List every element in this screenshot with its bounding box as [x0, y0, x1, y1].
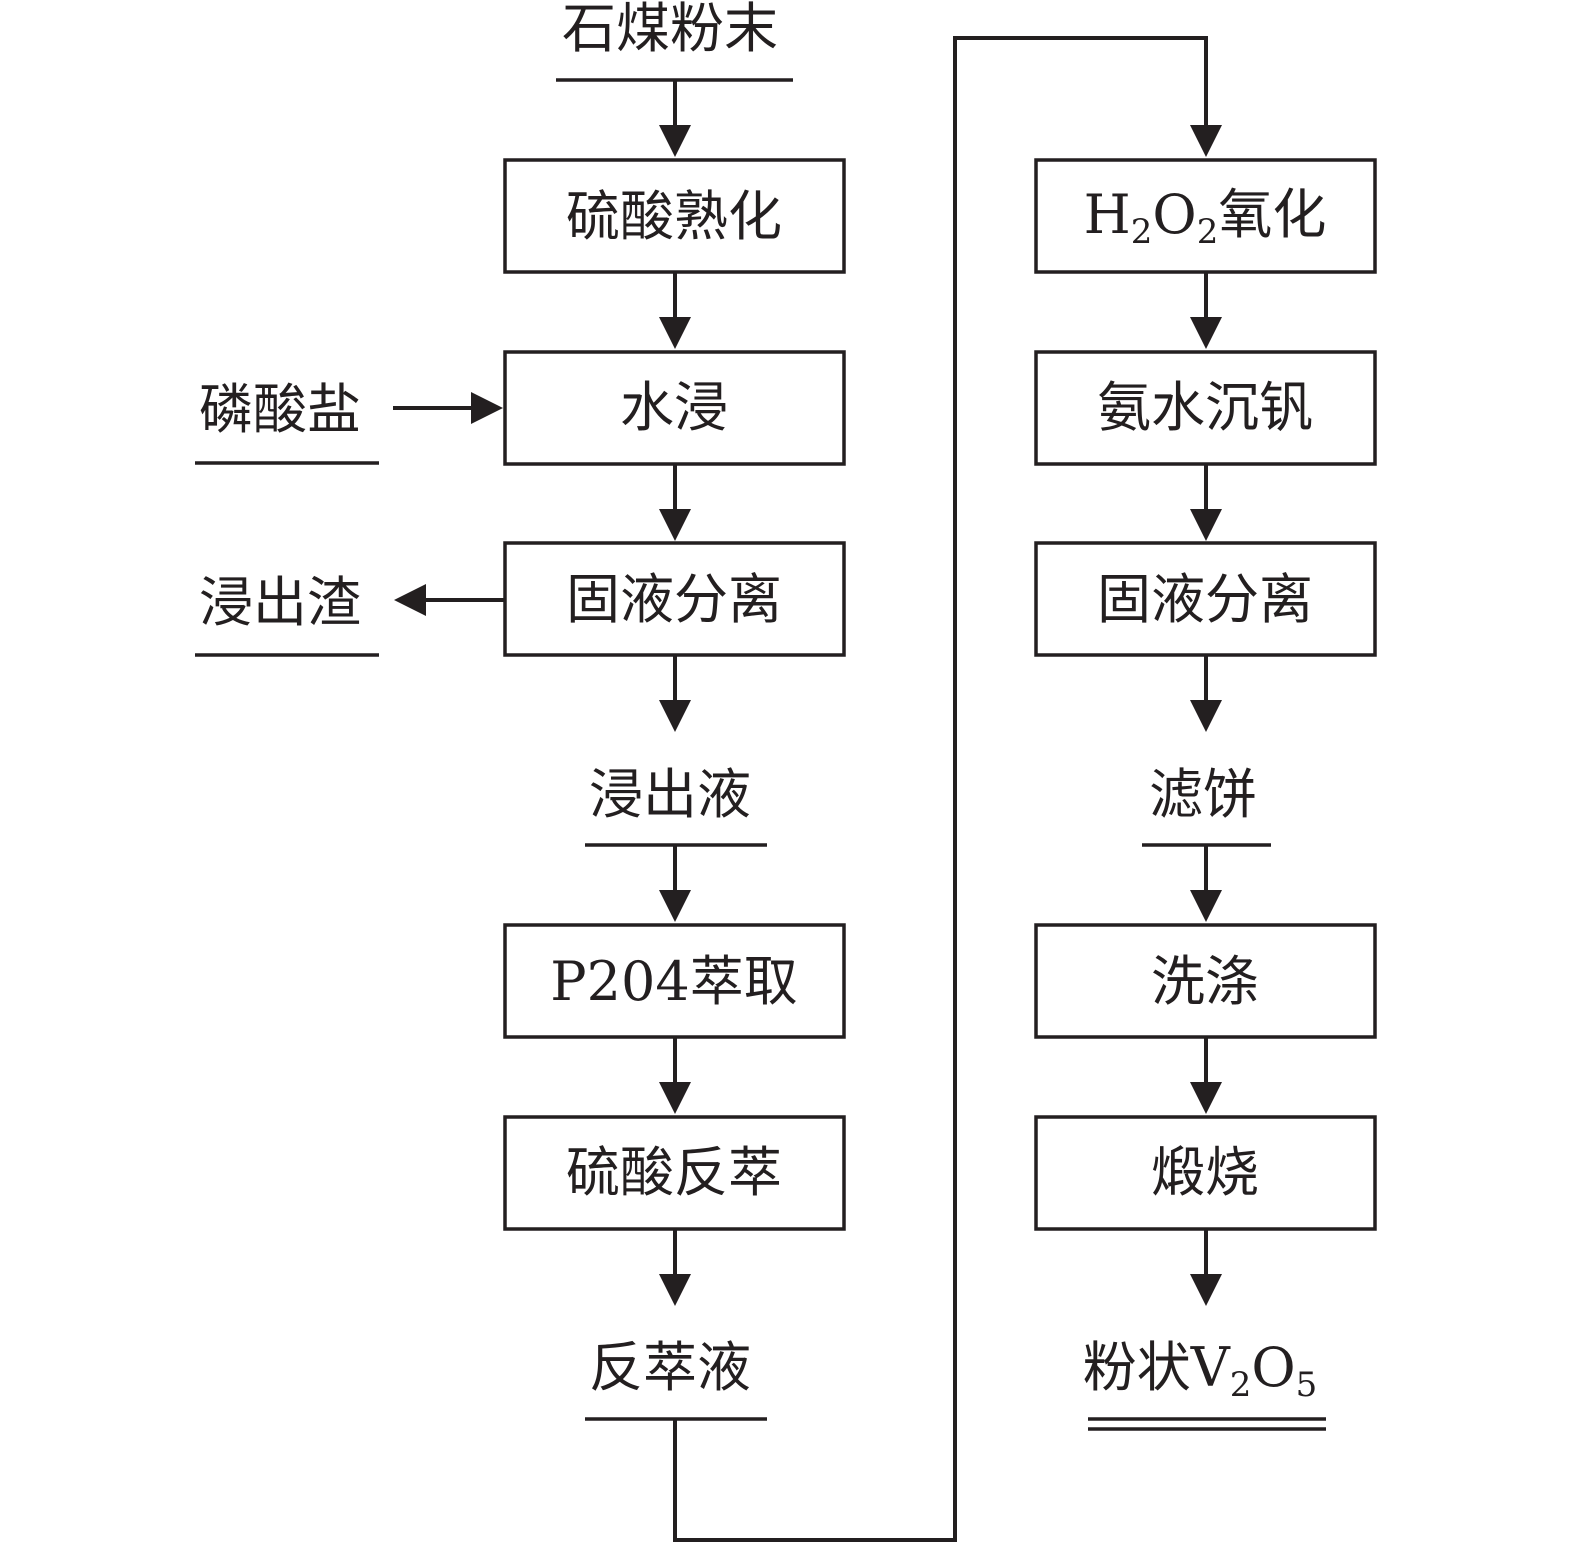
label-calcination: 煅烧 — [1151, 1141, 1259, 1204]
label-washing: 洗涤 — [1151, 950, 1259, 1013]
label-water-leach: 水浸 — [620, 376, 728, 439]
box-p204-extraction — [503, 923, 846, 1039]
label-phosphate: 磷酸盐 — [199, 378, 361, 441]
label-solid-liquid-separation-2: 固液分离 — [1097, 568, 1313, 631]
label-h2o2-oxidation: H2O2氧化 — [1084, 183, 1327, 252]
label-filter-cake: 滤饼 — [1149, 763, 1257, 826]
label-leach-residue: 浸出渣 — [199, 571, 361, 634]
box-solid-liquid-separation-2 — [1034, 541, 1377, 657]
box-washing — [1034, 923, 1377, 1039]
label-leachate: 浸出液 — [589, 763, 751, 826]
box-sulfuric-curing — [503, 158, 846, 274]
box-calcination — [1034, 1115, 1377, 1231]
box-ammonia-vanadium-precipitation — [1034, 350, 1377, 466]
label-ammonia-vanadium-precipitation: 氨水沉钒 — [1097, 376, 1313, 439]
box-solid-liquid-separation-1 — [503, 541, 846, 657]
connector-left-to-right — [673, 36, 1222, 1542]
input-coal-powder-label: 石煤粉末 — [562, 0, 778, 60]
label-strip-liquor: 反萃液 — [589, 1336, 751, 1399]
box-water-leach — [503, 350, 846, 466]
label-solid-liquid-separation-1: 固液分离 — [566, 568, 782, 631]
label-powder-v2o5: 粉状V2O5 — [1083, 1336, 1318, 1405]
label-sulfuric-stripping: 硫酸反萃 — [566, 1141, 782, 1204]
label-p204-extraction: P204萃取 — [550, 950, 797, 1013]
label-sulfuric-curing: 硫酸熟化 — [566, 185, 782, 248]
